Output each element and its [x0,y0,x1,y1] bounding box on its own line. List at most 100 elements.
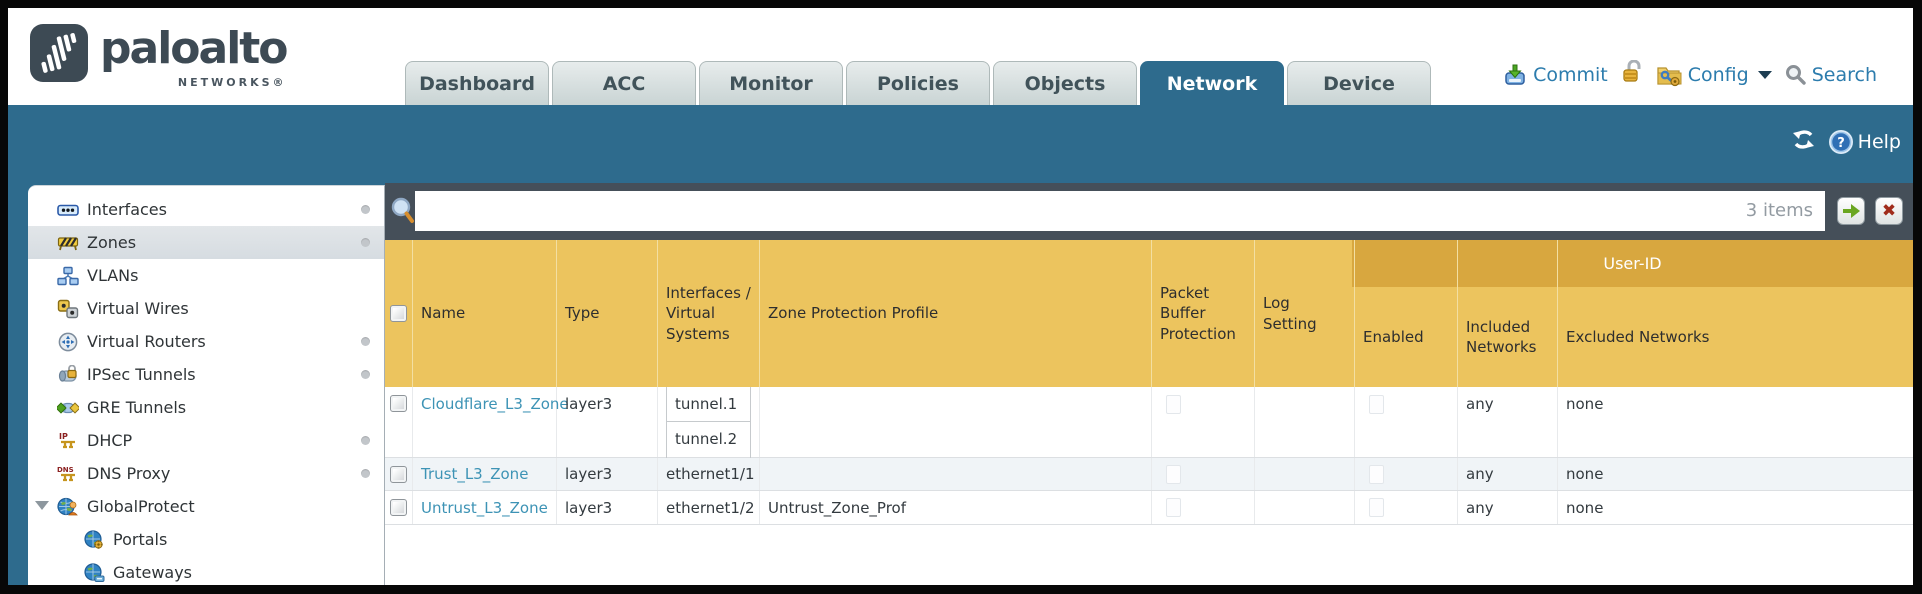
select-all-checkbox[interactable] [390,305,407,322]
logo-wordmark: paloalto [100,23,289,74]
table-row: Trust_L3_Zone layer3 ethernet1/1 any non… [385,458,1913,491]
sidebar: Interfaces Zones VLANs [28,185,385,585]
sidebar-item-zones[interactable]: Zones [28,226,384,259]
column-header-type[interactable]: Type [557,240,658,387]
sidebar-item-gateways[interactable]: Gateways [28,556,384,585]
filter-input[interactable] [415,191,1825,231]
items-count: 3 items [1745,200,1813,221]
packet-buffer-checkbox[interactable] [1166,464,1181,484]
clear-filter-button[interactable]: ✖ [1875,197,1903,225]
zone-type: layer3 [565,395,613,413]
top-bar: paloalto NETWORKS® Dashboard ACC Monitor… [8,8,1913,105]
search-label: Search [1811,63,1877,86]
config-menu[interactable]: Config [1656,63,1772,87]
interface-item: ethernet1/1 [666,465,755,483]
interface-item: tunnel.1 [667,387,750,422]
row-checkbox[interactable] [390,395,407,412]
sidebar-item-label: Virtual Routers [87,332,206,351]
status-dot [361,436,370,445]
sidebar-item-portals[interactable]: Portals [28,523,384,556]
userid-enabled-checkbox[interactable] [1369,498,1384,517]
zones-table: User-ID Name Type Interfaces / Virtual S… [385,240,1913,525]
top-actions: Commit Config [1503,59,1877,89]
table-row: Cloudflare_L3_Zone layer3 tunnel.1 tunne… [385,387,1913,458]
zone-type: layer3 [565,498,613,517]
zone-name-link[interactable]: Trust_L3_Zone [421,465,529,483]
userid-enabled-checkbox[interactable] [1369,464,1384,484]
interface-item: ethernet1/2 [666,498,755,517]
included-networks: any [1466,498,1494,517]
row-checkbox[interactable] [390,465,407,483]
column-header-name[interactable]: Name [413,240,557,387]
sidebar-item-label: Interfaces [87,200,167,219]
apply-filter-button[interactable] [1837,197,1865,225]
sidebar-item-dns-proxy[interactable]: DNS DNS Proxy [28,457,384,490]
tab-monitor[interactable]: Monitor [699,61,843,105]
sidebar-item-ipsec-tunnels[interactable]: IPSec Tunnels [28,358,384,391]
main-content: 3 items ✖ User-ID Name Type Int [385,183,1913,585]
logo-networks-label: NETWORKS® [177,76,287,89]
filter-search-icon[interactable] [390,196,416,230]
column-header-packet-buffer-protection[interactable]: Packet Buffer Protection [1152,240,1255,387]
column-header-interfaces[interactable]: Interfaces / Virtual Systems [658,240,760,387]
sidebar-item-interfaces[interactable]: Interfaces [28,193,384,226]
sidebar-item-label: Portals [113,530,168,549]
column-header-log-setting[interactable]: Log Setting [1255,240,1355,387]
virtual-routers-icon [57,332,79,352]
column-header-zone-protection-profile[interactable]: Zone Protection Profile [760,240,1152,387]
tab-network[interactable]: Network [1140,61,1284,105]
excluded-networks: none [1566,395,1604,413]
tab-objects[interactable]: Objects [993,61,1137,105]
sidebar-item-vlans[interactable]: VLANs [28,259,384,292]
packet-buffer-checkbox[interactable] [1166,395,1181,414]
filter-input-wrap: 3 items [415,191,1825,231]
sidebar-item-virtual-wires[interactable]: Virtual Wires [28,292,384,325]
row-checkbox[interactable] [390,499,407,516]
search-icon [1785,65,1806,85]
zone-name-link[interactable]: Cloudflare_L3_Zone [421,395,569,413]
column-header-excluded-networks[interactable]: Excluded Networks [1566,327,1710,346]
userid-enabled-checkbox[interactable] [1369,395,1384,414]
included-networks: any [1466,395,1494,413]
config-icon [1657,66,1682,86]
refresh-icon[interactable] [1791,128,1816,156]
status-dot [361,337,370,346]
virtual-wires-icon [57,299,79,319]
vlans-icon [57,266,79,286]
sidebar-item-label: Zones [87,233,137,252]
tab-acc[interactable]: ACC [552,61,696,105]
zone-name-link[interactable]: Untrust_L3_Zone [421,498,548,517]
tab-policies[interactable]: Policies [846,61,990,105]
collapse-triangle-icon[interactable] [35,501,49,510]
tab-dashboard[interactable]: Dashboard [405,61,549,105]
sidebar-item-dhcp[interactable]: IP DHCP [28,424,384,457]
help-button[interactable]: ? Help [1828,129,1901,155]
user-id-group-header: User-ID [1352,240,1913,287]
dhcp-icon: IP [57,431,79,451]
sidebar-item-label: DHCP [87,431,133,450]
portals-icon [83,529,105,550]
lock-icon[interactable] [1621,59,1643,89]
sidebar-item-gre-tunnels[interactable]: GRE Tunnels [28,391,384,424]
commit-label: Commit [1533,63,1608,86]
commit-button[interactable]: Commit [1503,64,1608,86]
sidebar-item-globalprotect[interactable]: GlobalProtect [28,490,384,523]
interfaces-list: tunnel.1 tunnel.2 [666,387,751,458]
search-button[interactable]: Search [1785,64,1877,86]
tab-device[interactable]: Device [1287,61,1431,105]
sidebar-item-label: DNS Proxy [87,464,171,483]
sidebar-item-virtual-routers[interactable]: Virtual Routers [28,325,384,358]
sidebar-item-label: GlobalProtect [87,497,195,516]
band-tools: ? Help [1791,128,1901,156]
column-header-enabled[interactable]: Enabled [1355,240,1458,387]
column-header-included-networks[interactable]: Included Networks [1458,240,1558,387]
sidebar-item-label: Virtual Wires [87,299,189,318]
commit-icon [1505,64,1525,85]
status-dot [361,238,370,247]
paloalto-logo-icon [30,24,88,82]
excluded-networks: none [1566,465,1604,483]
status-dot [361,370,370,379]
packet-buffer-checkbox[interactable] [1166,498,1181,517]
interfaces-icon [57,200,79,220]
